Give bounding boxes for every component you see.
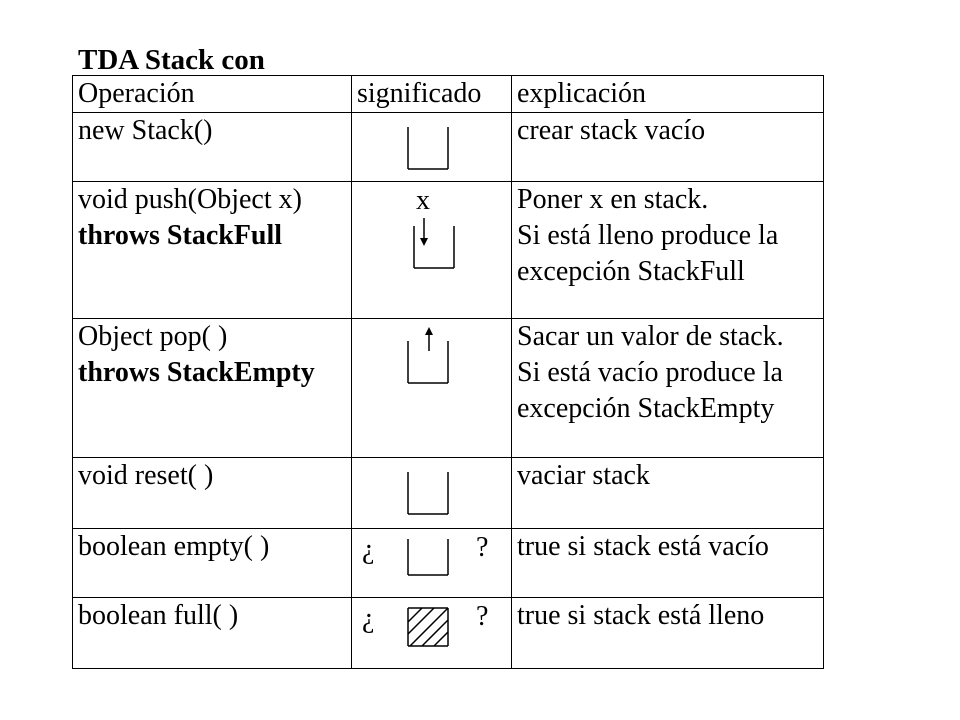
table-row-push: void push(Object x) throws StackFull x P… bbox=[72, 181, 824, 319]
explanation-cell: true si stack está vacío bbox=[511, 528, 824, 598]
empty-stack-question-icon bbox=[407, 539, 449, 576]
explanation-text: vaciar stack bbox=[517, 460, 650, 491]
empty-stack-icon bbox=[407, 472, 449, 515]
explanation-cell: vaciar stack bbox=[511, 457, 824, 529]
operation-cell: new Stack() bbox=[72, 112, 352, 182]
significado-cell bbox=[351, 112, 512, 182]
inverted-question-mark: ¿ bbox=[362, 603, 375, 634]
operation-signature: boolean full( ) bbox=[78, 600, 239, 631]
explanation-line: Poner x en stack. bbox=[517, 184, 709, 215]
explanation-line: excepción StackFull bbox=[517, 256, 745, 287]
operation-cell: boolean full( ) bbox=[72, 597, 352, 669]
explanation-cell: Sacar un valor de stack. Si está vacío p… bbox=[511, 318, 824, 458]
question-mark: ? bbox=[476, 532, 489, 563]
explanation-line: Si está lleno produce la bbox=[517, 220, 779, 251]
operation-signature: Object pop( ) bbox=[78, 321, 228, 352]
empty-stack-icon bbox=[407, 127, 449, 170]
operation-signature: void push(Object x) bbox=[78, 184, 302, 215]
push-arrow-icon bbox=[413, 218, 455, 269]
operation-cell: Object pop( ) throws StackEmpty bbox=[72, 318, 352, 458]
stack-operations-table: Operación significado explicación new St… bbox=[72, 75, 824, 669]
explanation-line: Sacar un valor de stack. bbox=[517, 321, 784, 352]
table-header-row: Operación significado explicación bbox=[72, 75, 824, 113]
page-title: TDA Stack con bbox=[78, 44, 265, 76]
explanation-text: true si stack está vacío bbox=[517, 531, 769, 562]
question-mark: ? bbox=[476, 601, 489, 632]
explanation-line: Si está vacío produce la bbox=[517, 357, 783, 388]
operation-cell: boolean empty( ) bbox=[72, 528, 352, 598]
operation-cell: void reset( ) bbox=[72, 457, 352, 529]
operation-signature: boolean empty( ) bbox=[78, 531, 270, 562]
header-significado: significado bbox=[351, 75, 512, 113]
full-stack-hatched-icon bbox=[407, 607, 449, 647]
significado-cell bbox=[351, 318, 512, 458]
significado-cell: x bbox=[351, 181, 512, 319]
explanation-text: true si stack está lleno bbox=[517, 600, 765, 631]
header-operacion: Operación bbox=[72, 75, 352, 113]
explanation-text: crear stack vacío bbox=[517, 115, 706, 146]
operation-signature: new Stack() bbox=[78, 115, 213, 146]
push-x-label: x bbox=[416, 185, 430, 216]
significado-cell: ¿ ? bbox=[351, 528, 512, 598]
operation-throws: throws StackFull bbox=[78, 220, 283, 251]
pop-arrow-icon bbox=[407, 327, 449, 384]
header-explicacion: explicación bbox=[511, 75, 824, 113]
significado-cell: ¿ ? bbox=[351, 597, 512, 669]
inverted-question-mark: ¿ bbox=[362, 534, 375, 565]
table-row-full: boolean full( ) ¿ ? true si sta bbox=[72, 597, 824, 669]
significado-cell bbox=[351, 457, 512, 529]
explanation-line: excepción StackEmpty bbox=[517, 393, 775, 424]
operation-cell: void push(Object x) throws StackFull bbox=[72, 181, 352, 319]
explanation-cell: crear stack vacío bbox=[511, 112, 824, 182]
table-row-reset: void reset( ) vaciar stack bbox=[72, 457, 824, 529]
explanation-cell: true si stack está lleno bbox=[511, 597, 824, 669]
operation-throws: throws StackEmpty bbox=[78, 357, 315, 388]
table-row-empty: boolean empty( ) ¿ ? true si stack está … bbox=[72, 528, 824, 598]
explanation-cell: Poner x en stack. Si está lleno produce … bbox=[511, 181, 824, 319]
table-row-new-stack: new Stack() crear stack vacío bbox=[72, 112, 824, 182]
table-row-pop: Object pop( ) throws StackEmpty Sacar un… bbox=[72, 318, 824, 458]
operation-signature: void reset( ) bbox=[78, 460, 214, 491]
